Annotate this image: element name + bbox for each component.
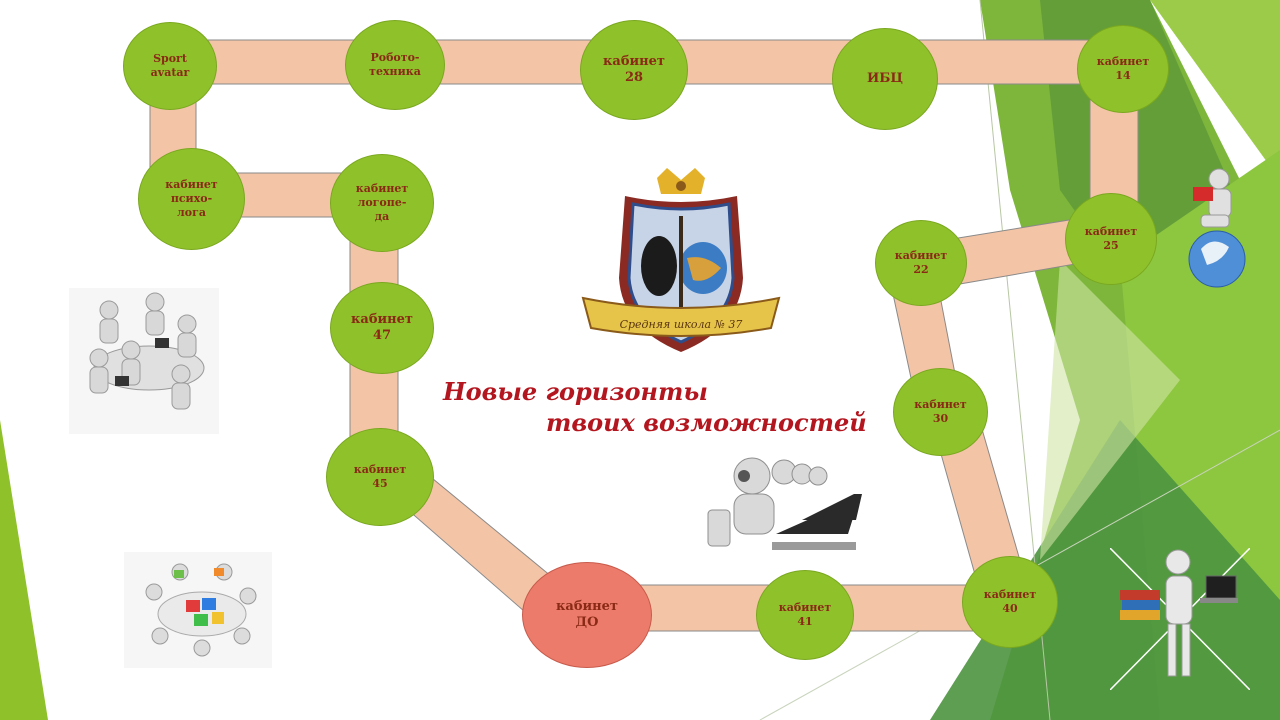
node-room-41[interactable]: кабинет 41: [756, 570, 854, 660]
slogan-line-1: Новые горизонты: [443, 377, 708, 406]
node-speech-therapist[interactable]: кабинет логопе- да: [330, 154, 434, 252]
svg-text:Средняя школа № 37: Средняя школа № 37: [620, 318, 743, 331]
reader-on-globe-illustration: [1188, 168, 1246, 288]
puzzle-team-illustration: [124, 552, 272, 668]
node-sport-avatar[interactable]: Sport avatar: [123, 22, 217, 110]
node-room-40[interactable]: кабинет 40: [962, 556, 1058, 648]
node-room-45[interactable]: кабинет 45: [326, 428, 434, 526]
meeting-table-illustration: [69, 288, 219, 434]
call-center-illustration: [707, 457, 862, 550]
node-room-14[interactable]: кабинет 14: [1077, 25, 1169, 113]
node-room-22[interactable]: кабинет 22: [875, 220, 967, 306]
node-room-30[interactable]: кабинет 30: [893, 368, 988, 456]
node-room-25[interactable]: кабинет 25: [1065, 193, 1157, 285]
node-psychologist[interactable]: кабинет психо- лога: [138, 148, 245, 250]
node-room-28[interactable]: кабинет 28: [580, 20, 688, 120]
node-room-do[interactable]: кабинет ДО: [522, 562, 652, 668]
slogan-line-2: твоих возможностей: [546, 408, 867, 437]
node-robotics[interactable]: Робото- техника: [345, 20, 445, 110]
laptop-books-illustration: [1110, 548, 1250, 690]
node-room-47[interactable]: кабинет 47: [330, 282, 434, 374]
school-emblem-icon: Средняя школа № 37: [581, 168, 781, 352]
node-ibc[interactable]: ИБЦ: [832, 28, 938, 130]
